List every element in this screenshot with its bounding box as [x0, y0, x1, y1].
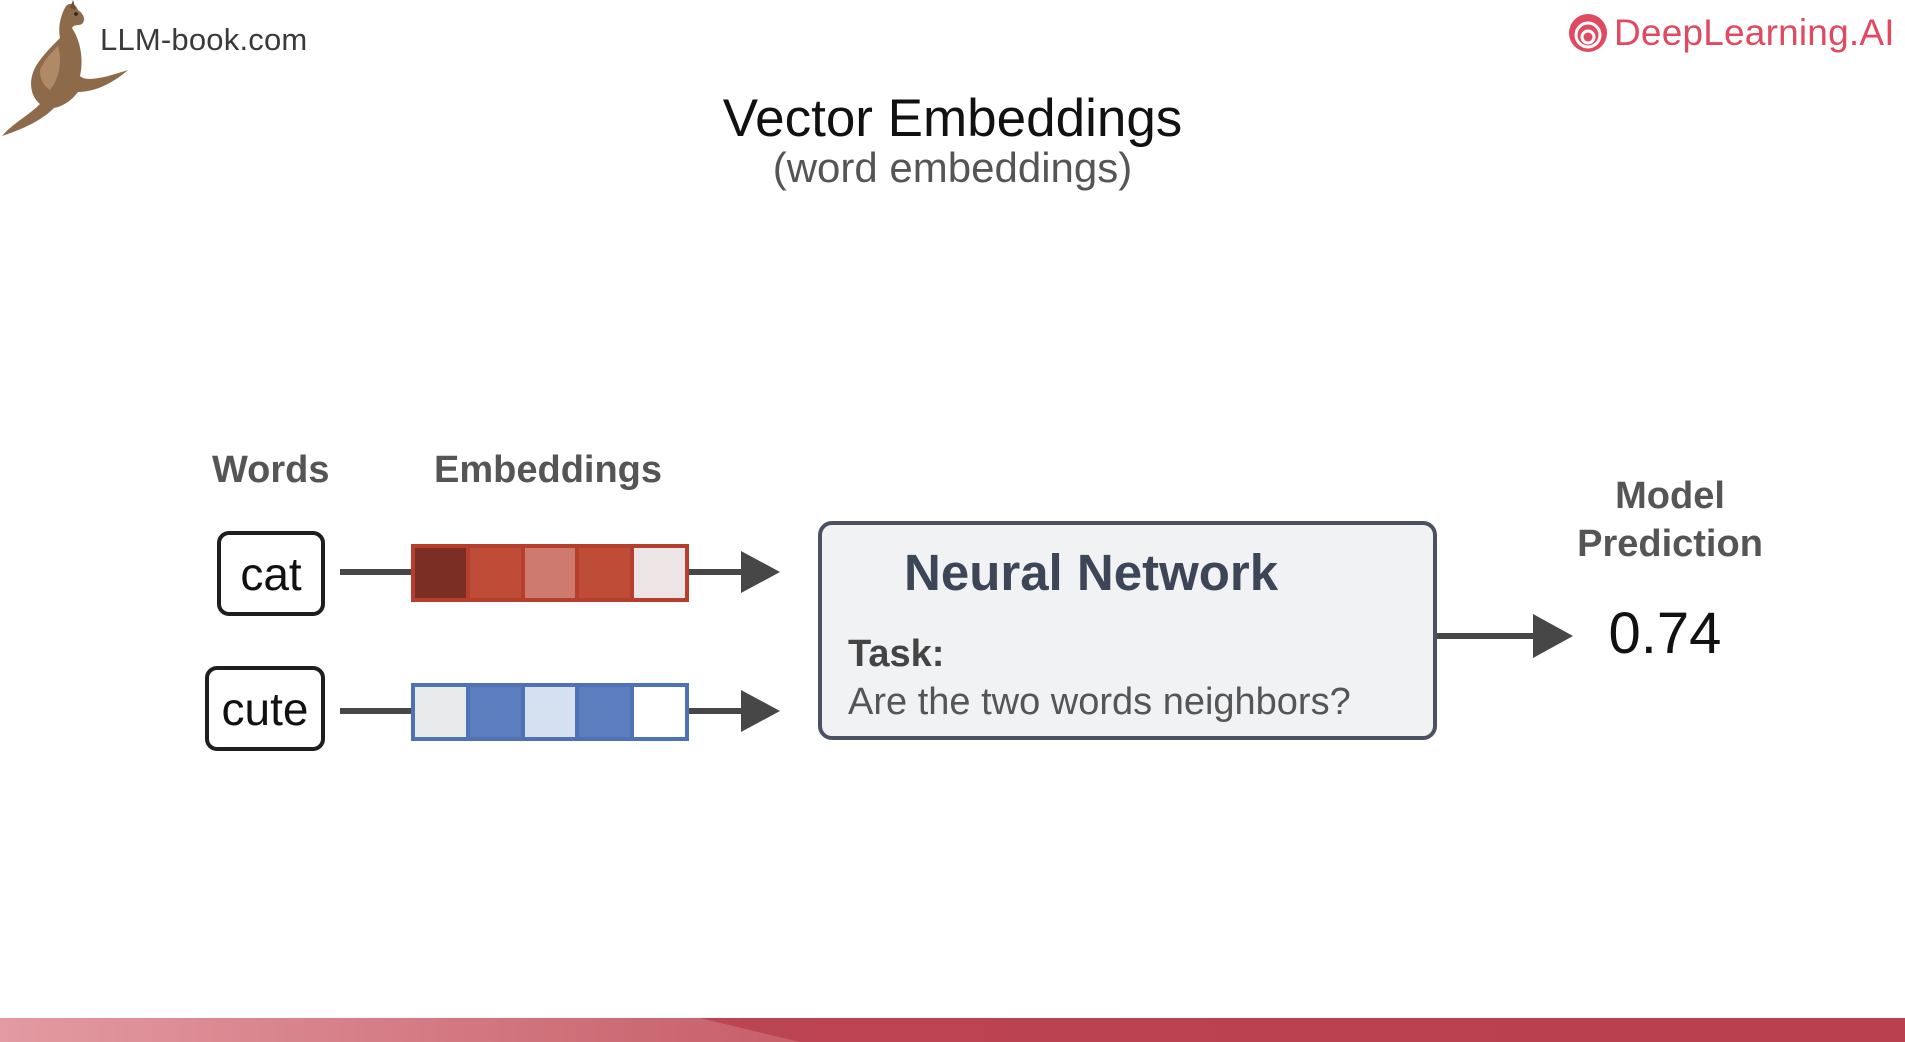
- deeplearning-brand: DeepLearning.AI: [1568, 12, 1895, 54]
- embedding-vector-cute: [411, 683, 689, 741]
- embeddings-column-label: Embeddings: [434, 449, 663, 491]
- embedding-cell: [630, 687, 685, 737]
- cat-arrowhead-icon: [741, 551, 780, 593]
- embedding-vector-cat: [411, 544, 689, 602]
- word-box-cat: cat: [217, 531, 325, 616]
- deeplearning-logo-icon: [1569, 14, 1607, 52]
- kangaroo-logo-icon: [2, 0, 128, 137]
- embedding-cell: [630, 548, 685, 598]
- embedding-cell: [575, 548, 631, 598]
- slide-title: Vector Embeddings: [722, 89, 1183, 148]
- embedding-cell: [575, 687, 631, 737]
- embedding-cell: [465, 687, 521, 737]
- slide-subtitle: (word embeddings): [772, 144, 1133, 191]
- neural-network-title: Neural Network: [904, 544, 1279, 601]
- embedding-cell: [415, 687, 466, 737]
- prediction-value: 0.74: [1608, 601, 1722, 666]
- model-prediction-label: Model Prediction: [1577, 475, 1763, 565]
- embedding-cell: [520, 687, 576, 737]
- llm-book-brand: LLM-book.com: [100, 22, 308, 57]
- deeplearning-brand-text: DeepLearning.AI: [1614, 12, 1895, 53]
- task-label-text: Task: [848, 633, 932, 675]
- words-column-label: Words: [212, 449, 330, 491]
- task-label-colon: :: [931, 633, 945, 675]
- prediction-arrowhead-icon: [1533, 614, 1573, 658]
- embedding-cell: [520, 548, 576, 598]
- cute-arrowhead-icon: [741, 690, 780, 732]
- embedding-cell: [465, 548, 521, 598]
- embedding-cell: [415, 548, 466, 598]
- task-description: Are the two words neighbors?: [848, 681, 1351, 723]
- task-label: Task:: [848, 633, 944, 676]
- footer-band: [0, 1018, 1905, 1042]
- word-box-cute: cute: [205, 666, 325, 751]
- neural-network-box: Neural Network Task: Are the two words n…: [818, 521, 1437, 740]
